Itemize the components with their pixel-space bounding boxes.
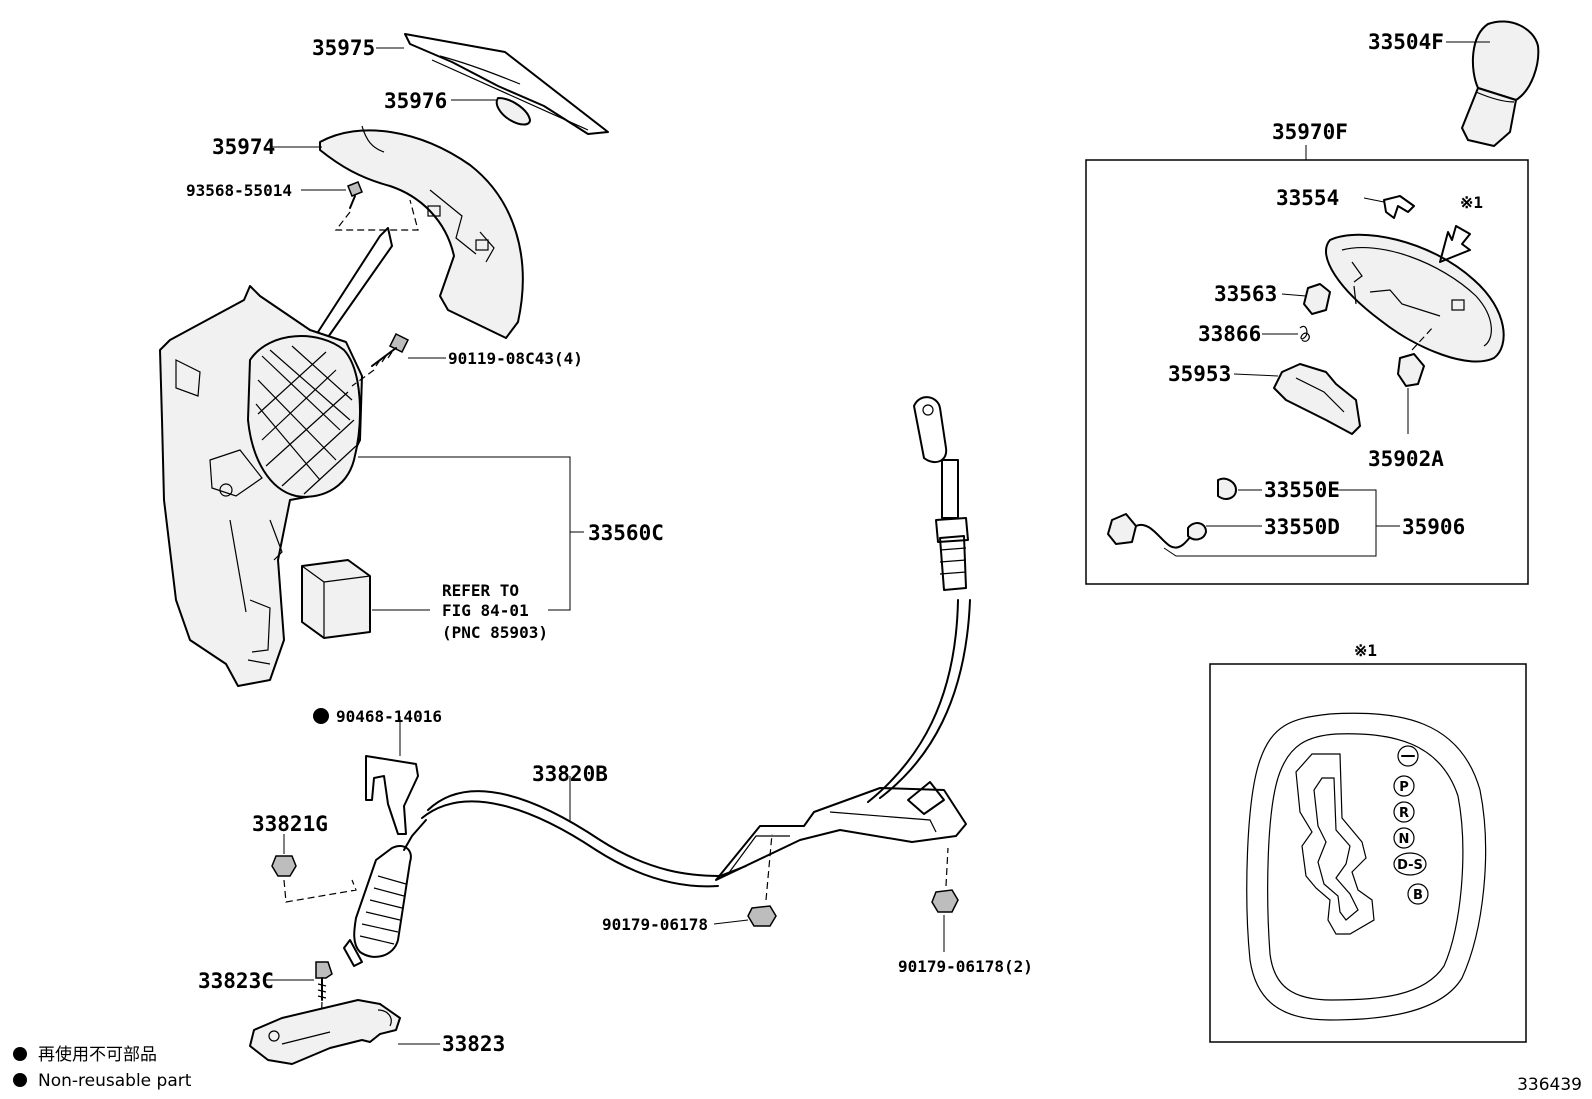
label-35953: 35953 [1168, 362, 1231, 386]
label-35902a: 35902A [1368, 447, 1444, 471]
gate-position-r [1393, 801, 1415, 823]
gate-position-d-s [1393, 852, 1427, 876]
part-90179-nut-b [931, 847, 959, 913]
shift-gate-positions: P R N D-S B [1393, 745, 1429, 905]
part-33866-spring [1299, 325, 1310, 342]
label-33823c: 33823C [198, 969, 274, 993]
label-35906: 35906 [1402, 515, 1465, 539]
part-labels: 35975 35976 35974 93568-55014 90119-08C4… [186, 30, 1483, 1056]
part-35906-wire-harness [1107, 513, 1207, 549]
label-33550d: 33550D [1264, 515, 1340, 539]
label-35974: 35974 [212, 135, 275, 159]
label-35970f: 35970F [1272, 120, 1348, 144]
part-35902A-connector [1397, 325, 1435, 387]
legend-marker-jp [13, 1047, 27, 1061]
part-35953-cover [1273, 363, 1361, 435]
part-35970F-indicator-housing [1325, 225, 1505, 363]
part-33821G-nut [271, 855, 357, 903]
part-90468-clip [365, 755, 419, 835]
legend-marker-en [13, 1073, 27, 1087]
gate-label-d-s: D-S [1397, 858, 1423, 873]
part-90179-nut-a [747, 833, 777, 927]
label-90179-06178: 90179-06178 [602, 915, 708, 934]
legend-text-en: Non-reusable part [38, 1071, 192, 1091]
ref-line-3: (PNC 85903) [442, 623, 548, 642]
legend-text-jp: 再使用不可部品 [38, 1044, 157, 1065]
part-35974-cover [319, 125, 524, 339]
label-90179-06178-2: 90179-06178(2) [898, 957, 1033, 976]
part-33550E-bulb [1217, 477, 1237, 500]
gate-label-r: R [1399, 806, 1409, 821]
part-33820B-shift-cable [343, 396, 971, 967]
label-33554: 33554 [1276, 186, 1339, 210]
part-33554-clip [1383, 195, 1415, 219]
diagram-id: 336439 [1517, 1075, 1582, 1095]
label-33866: 33866 [1198, 322, 1261, 346]
part-33560C-shift-lever-assembly [159, 227, 393, 687]
gate-position-n [1393, 827, 1415, 849]
part-35975-panel [404, 33, 609, 135]
label-90119-08c43: 90119-08C43(4) [448, 349, 583, 368]
part-90119-bolt [351, 332, 410, 387]
note-ref-top: ※1 [1460, 193, 1483, 212]
non-reusable-marker [313, 708, 329, 724]
box-detail-1 [1209, 663, 1527, 1043]
gate-position-minus [1397, 745, 1419, 767]
label-33560c: 33560C [588, 521, 664, 545]
label-35976: 35976 [384, 89, 447, 113]
label-33550e: 33550E [1264, 478, 1340, 502]
part-33563-bulb-socket [1303, 283, 1331, 315]
label-35975: 35975 [312, 36, 375, 60]
label-33821g: 33821G [252, 812, 328, 836]
label-33820b: 33820B [532, 762, 608, 786]
part-35976-clip [495, 97, 531, 126]
gate-label-b: B [1413, 888, 1423, 903]
label-90468-14016: 90468-14016 [336, 707, 442, 726]
gate-label-p: P [1399, 780, 1409, 795]
part-93568-screw [334, 181, 419, 231]
gate-label-n: N [1399, 832, 1410, 847]
label-33823: 33823 [442, 1032, 505, 1056]
part-33823-bracket [249, 999, 401, 1065]
label-33504f: 33504F [1368, 30, 1444, 54]
shift-gate-plate [1246, 712, 1487, 1021]
gate-position-p [1393, 775, 1415, 797]
part-33504F-shift-knob [1461, 20, 1540, 147]
box-35970F [1085, 159, 1529, 585]
part-85903-module [301, 559, 371, 639]
label-33563: 33563 [1214, 282, 1277, 306]
leader-lines [266, 41, 1490, 1045]
label-93568-55014: 93568-55014 [186, 181, 292, 200]
ref-line-2: FIG 84-01 [442, 601, 529, 620]
note-ref-detail: ※1 [1354, 641, 1377, 660]
gate-position-b [1407, 883, 1429, 905]
ref-line-1: REFER TO [442, 581, 519, 600]
legend: 再使用不可部品 Non-reusable part [13, 1044, 192, 1091]
